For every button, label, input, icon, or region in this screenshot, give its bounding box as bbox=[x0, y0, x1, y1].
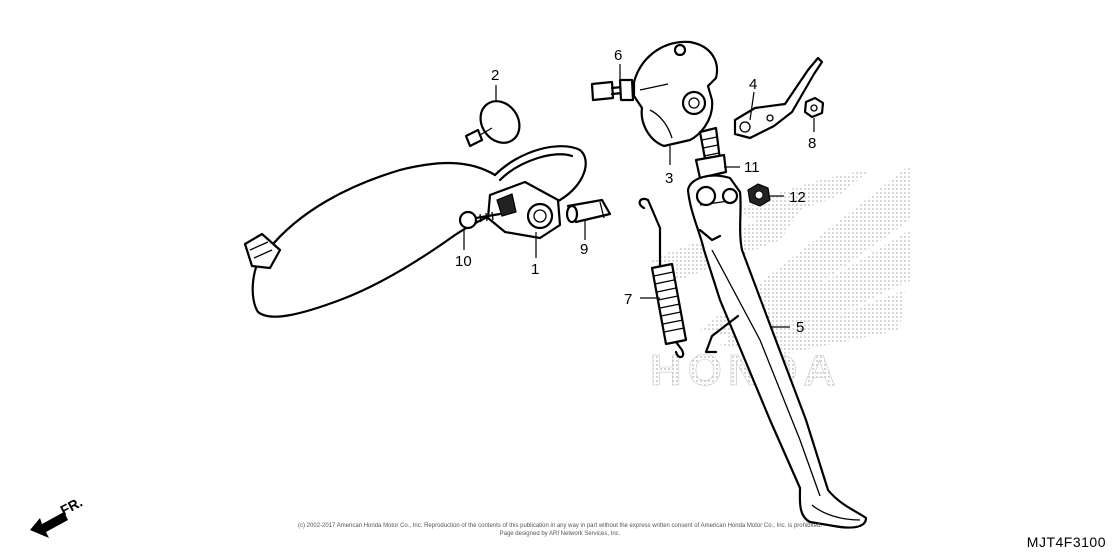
callout-6: 6 bbox=[614, 47, 622, 64]
part-12-nut bbox=[747, 183, 771, 207]
callout-9: 9 bbox=[580, 241, 588, 258]
diagram-code: MJT4F3100 bbox=[1026, 534, 1106, 550]
part-1-side-stand-switch bbox=[243, 145, 587, 318]
part-4-arm bbox=[733, 56, 824, 140]
part-9-rubber bbox=[565, 198, 612, 224]
callout-numbers: 1 2 3 4 5 6 7 8 9 10 11 12 bbox=[455, 47, 816, 336]
callout-4: 4 bbox=[749, 76, 757, 93]
callout-10: 10 bbox=[455, 253, 472, 270]
callout-3: 3 bbox=[665, 170, 673, 187]
copyright-line-1: (c) 2002-2017 American Honda Motor Co., … bbox=[298, 523, 822, 529]
part-3-bracket bbox=[632, 40, 719, 148]
callout-12: 12 bbox=[789, 189, 806, 206]
callout-2: 2 bbox=[491, 67, 499, 84]
callout-8: 8 bbox=[808, 135, 816, 152]
part-8-nut bbox=[803, 96, 825, 119]
part-6-bolt bbox=[590, 78, 635, 102]
callout-1: 1 bbox=[531, 261, 539, 278]
copyright-notice: (c) 2002-2017 American Honda Motor Co., … bbox=[240, 522, 880, 538]
part-2-band bbox=[464, 100, 521, 148]
front-arrow-icon bbox=[30, 512, 68, 538]
part-11-bolt bbox=[694, 126, 728, 180]
callout-7: 7 bbox=[624, 291, 632, 308]
part-7-spring bbox=[638, 197, 688, 359]
leader-lines bbox=[463, 64, 815, 328]
part-5-side-stand bbox=[686, 174, 868, 529]
callout-5: 5 bbox=[796, 319, 804, 336]
copyright-line-2: Page designed by ARI Network Services, I… bbox=[499, 531, 621, 537]
part-10-bolt bbox=[458, 210, 502, 230]
callout-11: 11 bbox=[744, 159, 760, 176]
